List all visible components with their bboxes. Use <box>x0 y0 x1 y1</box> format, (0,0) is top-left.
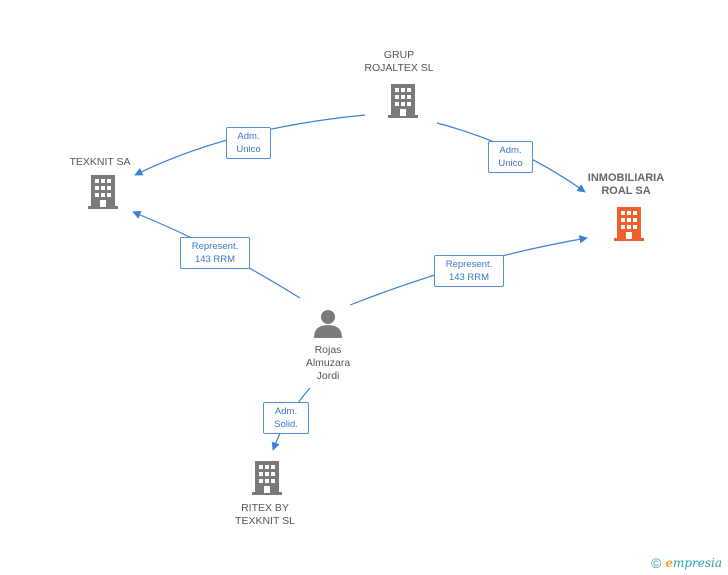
label-line: TEXKNIT SL <box>235 515 295 527</box>
node-label-texknit[interactable]: TEXKNIT SA <box>50 156 150 169</box>
label-line: ROJALTEX SL <box>364 62 434 74</box>
label-line: ROAL SA <box>601 185 651 197</box>
brand-rest: mpresia <box>672 556 722 570</box>
edge-label-line: Unico <box>498 158 523 169</box>
label-line: Almuzara <box>305 357 351 369</box>
edge-label-line: Solid. <box>274 419 298 430</box>
building-icon <box>388 84 418 118</box>
edge-label-line: Adm. <box>499 145 522 156</box>
label-line: RITEX BY <box>241 502 289 514</box>
node-label-grup-rojaltex[interactable]: GRUP ROJALTEX SL <box>349 49 449 75</box>
building-icon <box>252 461 282 495</box>
focus-building-icon <box>614 207 644 241</box>
edge-label-grup-to-texknit: Adm. Unico <box>226 127 271 159</box>
brand-logo[interactable]: empresia <box>665 556 722 570</box>
label-line: INMOBILIARIA <box>587 172 665 184</box>
label-line: GRUP <box>383 49 415 61</box>
node-label-ritex[interactable]: RITEX BY TEXKNIT SL <box>215 502 315 528</box>
edge-label-line: 143 RRM <box>194 254 236 265</box>
brand-initial: e <box>665 556 673 570</box>
edge-label-line: Unico <box>236 144 261 155</box>
edge-label-grup-to-inmobiliaria: Adm. Unico <box>488 141 533 173</box>
footer-brand: © empresia <box>651 555 722 571</box>
label-line: TEXKNIT SA <box>69 156 131 168</box>
label-line: Rojas <box>314 344 342 356</box>
edge-label-line: Represent. <box>191 241 239 252</box>
edge-label-line: 143 RRM <box>448 272 490 283</box>
person-icon <box>314 310 342 338</box>
node-label-inmobiliaria[interactable]: INMOBILIARIA ROAL SA <box>566 172 686 198</box>
edge-label-line: Represent. <box>445 259 493 270</box>
edge-label-person-to-texknit: Represent. 143 RRM <box>180 237 250 269</box>
building-icon <box>88 175 118 209</box>
edge-label-person-to-ritex: Adm. Solid. <box>263 402 309 434</box>
node-label-person[interactable]: Rojas Almuzara Jordi <box>278 344 378 383</box>
edge-label-person-to-inmobiliaria: Represent. 143 RRM <box>434 255 504 287</box>
label-line: Jordi <box>316 370 340 382</box>
copyright-symbol: © <box>650 555 662 571</box>
edge-label-line: Adm. <box>274 406 298 417</box>
edge-label-line: Adm. <box>237 131 260 142</box>
